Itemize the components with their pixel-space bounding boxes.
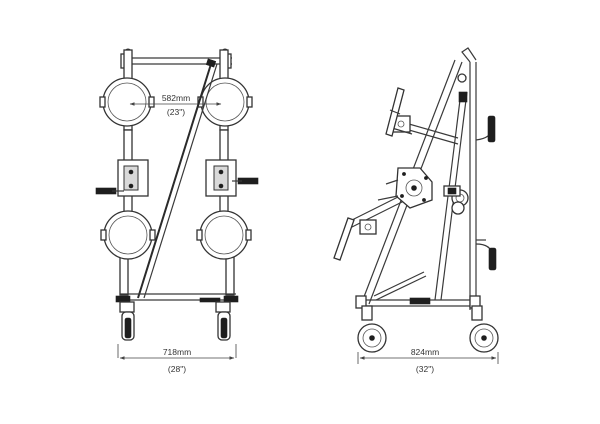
rear-upright xyxy=(461,47,477,310)
lower-left-hoop xyxy=(100,210,156,260)
inner-width-mm-label: 582mm xyxy=(162,93,190,103)
upper-arm xyxy=(391,115,459,145)
side-base-frame xyxy=(355,295,481,309)
side-view: 824mm (32") xyxy=(333,47,499,374)
front-view: 582mm (23") xyxy=(95,48,259,374)
front-right-caster xyxy=(215,301,231,341)
inner-width-in-label: (23") xyxy=(167,107,185,117)
side-depth-mm-label: 824mm xyxy=(411,347,439,357)
front-width-dimension: 718mm (28") xyxy=(117,344,237,374)
side-depth-in-label: (32") xyxy=(416,364,434,374)
tie-strap xyxy=(373,271,427,301)
diagonal-brace xyxy=(137,58,218,299)
upper-left-hoop xyxy=(99,77,155,127)
front-width-mm-label: 718mm xyxy=(163,347,191,357)
base-crossbar xyxy=(115,293,239,303)
front-left-caster xyxy=(119,301,135,341)
side-front-caster xyxy=(357,305,387,353)
front-width-in-label: (28") xyxy=(168,364,186,374)
side-rear-caster xyxy=(469,305,499,353)
upper-panel-head xyxy=(385,87,405,137)
right-clamp-assembly xyxy=(205,159,259,197)
lower-panel-head xyxy=(333,217,355,261)
upper-handle xyxy=(475,115,496,143)
central-plate xyxy=(377,167,433,209)
left-clamp-assembly xyxy=(95,159,149,197)
lower-right-hoop xyxy=(196,210,252,260)
inner-width-dimension: 582mm (23") xyxy=(129,93,222,117)
lower-arm xyxy=(347,193,407,235)
side-depth-dimension: 824mm (32") xyxy=(357,347,499,374)
top-mount xyxy=(457,73,468,103)
lower-handle xyxy=(475,239,497,271)
top-crossbar xyxy=(120,48,232,69)
upper-right-hoop xyxy=(197,77,253,127)
winch xyxy=(443,185,469,215)
